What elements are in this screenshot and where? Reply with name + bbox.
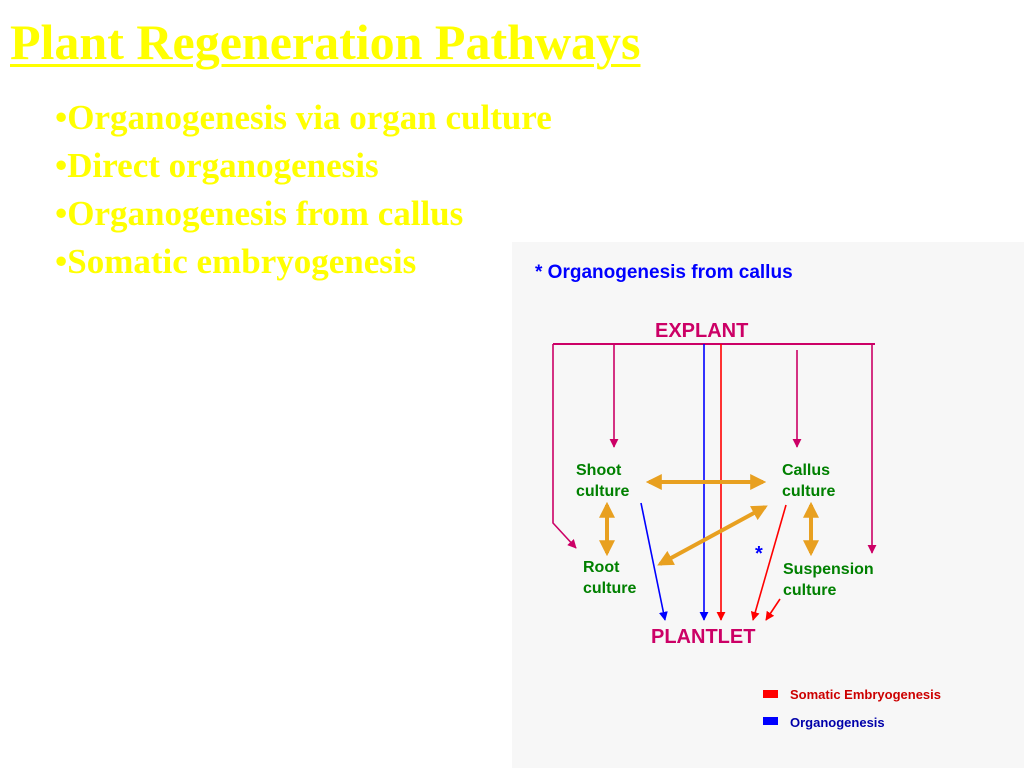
arrow-root-callus <box>657 505 768 566</box>
legend-label-organogenesis: Organogenesis <box>790 715 885 730</box>
legend-label-somatic: Somatic Embryogenesis <box>790 687 941 702</box>
node-callus-culture: Callus culture <box>782 462 835 500</box>
node-shoot-culture: Shoot culture <box>576 462 629 500</box>
arrow-shoot-to-plantlet <box>640 502 668 621</box>
slide-title: Plant Regeneration Pathways <box>10 14 641 70</box>
regeneration-diagram-panel <box>512 242 1024 768</box>
node-suspension-culture: Suspension culture <box>783 561 878 599</box>
bullet-item: Somatic embryogenesis <box>55 238 552 286</box>
legend-swatch-somatic <box>763 690 778 698</box>
arrow-suspension-to-plantlet-somatic <box>765 598 781 621</box>
bullet-list: Organogenesis via organ culture Direct o… <box>55 94 552 286</box>
arrow-explant-to-root <box>552 344 577 549</box>
legend-swatch-organogenesis <box>763 717 778 725</box>
bullet-item: Direct organogenesis <box>55 142 552 190</box>
node-root-culture: Root culture <box>583 559 636 597</box>
callus-asterisk: * <box>755 543 763 565</box>
arrow-callus-to-plantlet-somatic <box>750 504 787 621</box>
diagram-heading: * Organogenesis from callus <box>535 262 793 283</box>
explant-label: EXPLANT <box>655 320 748 342</box>
bullet-item: Organogenesis via organ culture <box>55 94 551 142</box>
bullet-item: Organogenesis from callus <box>55 190 552 238</box>
plantlet-label: PLANTLET <box>651 626 755 648</box>
